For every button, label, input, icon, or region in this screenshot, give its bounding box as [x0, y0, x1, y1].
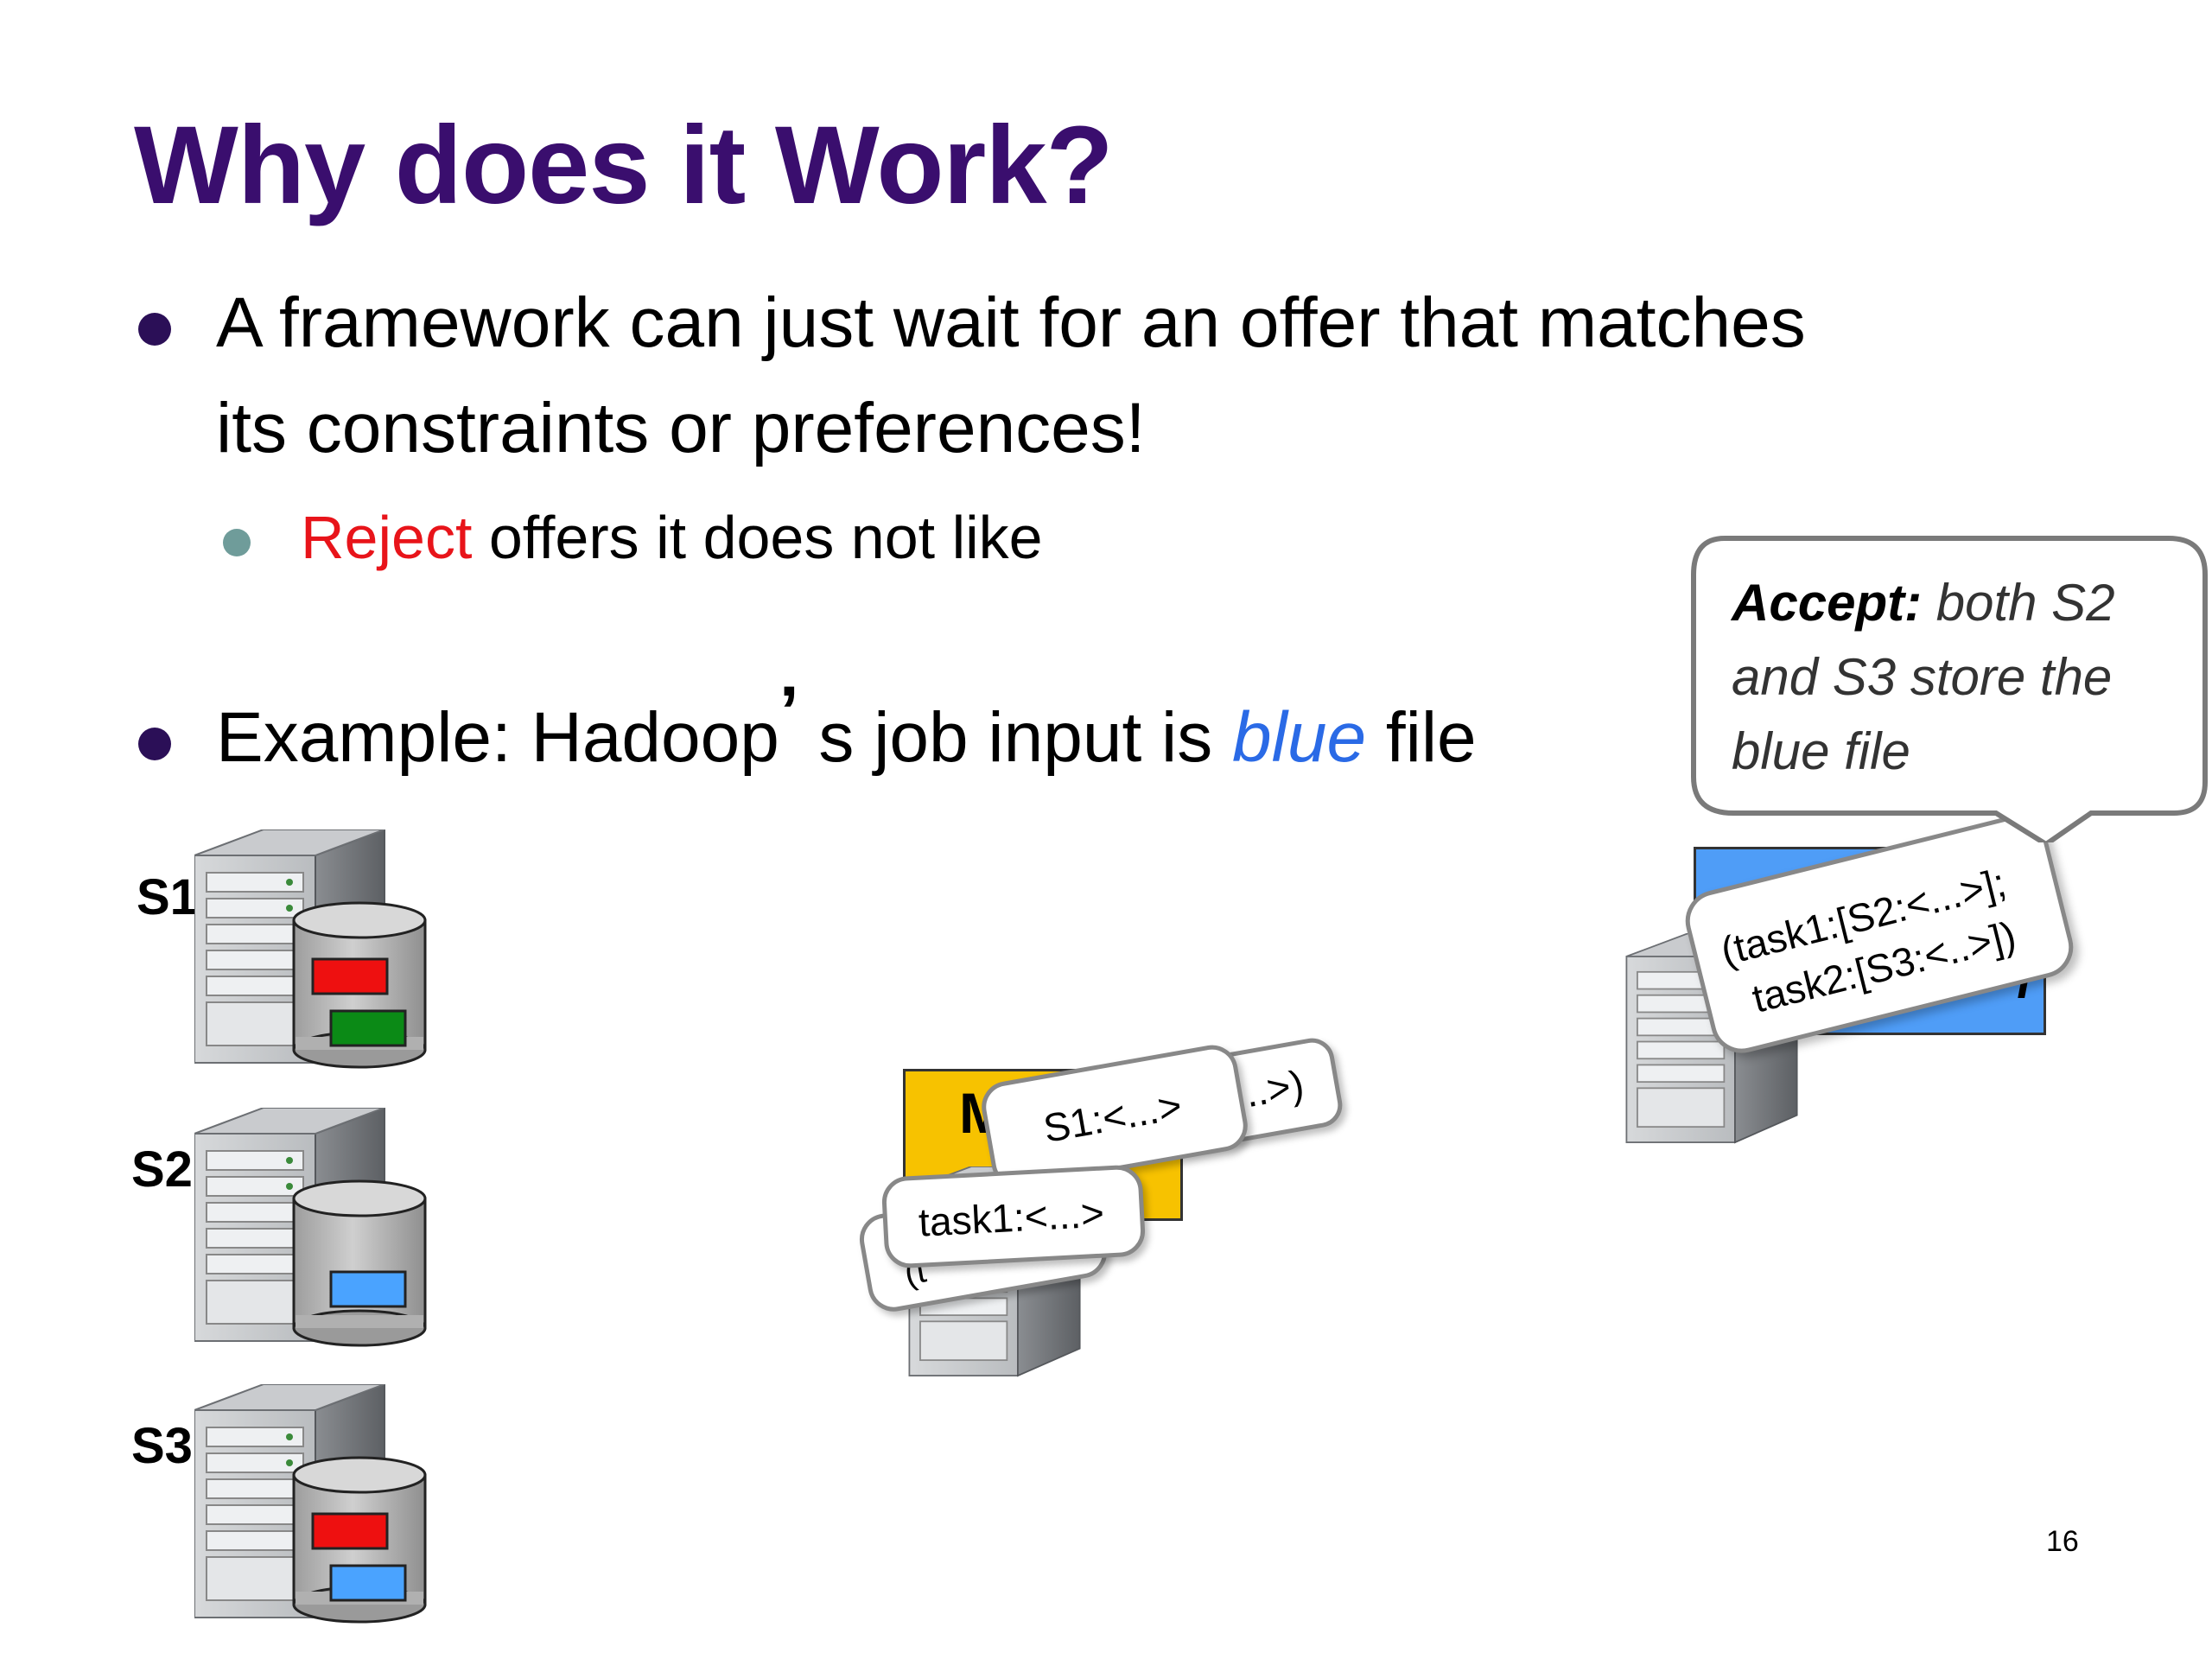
file-blue [329, 1270, 407, 1308]
callout-text: Accept: both S2 and S3 store the blue fi… [1732, 566, 2198, 789]
storage-disk-icon [292, 1456, 427, 1624]
file-red [311, 1512, 389, 1550]
server-s3 [194, 1384, 427, 1624]
callout-line-3: blue file [1732, 722, 1910, 780]
callout-line-2: and S3 store the [1732, 648, 2113, 706]
bullet-dot [138, 728, 171, 760]
sub-bullet-text: Reject offers it does not like [301, 503, 1043, 572]
bullet-1-text: A framework can just wait for an offer t… [216, 270, 1806, 481]
bullet-2-before: Example: Hadoop [216, 698, 779, 777]
blue-word: blue [1232, 698, 1367, 777]
bullet-2-middle: s job input is [798, 698, 1233, 777]
reject-word: Reject [301, 504, 473, 571]
bullet-dot [138, 313, 171, 346]
storage-disk-icon [292, 901, 427, 1069]
bullet-1-line-1: A framework can just wait for an offer t… [216, 283, 1806, 362]
page-number: 16 [2046, 1525, 2079, 1558]
bullet-2-apostrophe: ’ [779, 672, 799, 751]
server-s1 [194, 830, 427, 1069]
sub-bullet-rest: offers it does not like [472, 504, 1043, 571]
offer-bubble-front-text: S1:<...> [1039, 1082, 1185, 1152]
callout-line-1: both S2 [1922, 574, 2115, 632]
bullet-1-line-2: its constraints or preferences! [216, 389, 1146, 467]
server-s2 [194, 1108, 427, 1347]
bullet-2-after: file [1366, 698, 1477, 777]
sub-bullet-dot [223, 529, 251, 556]
file-green [329, 1009, 407, 1047]
file-red [311, 957, 389, 995]
server-label-s1: S1 [137, 869, 198, 925]
slide-title: Why does it Work? [134, 104, 1114, 227]
callout-accept-label: Accept: [1732, 574, 1923, 632]
callout-bubble-shape [1691, 536, 2208, 842]
file-blue [329, 1564, 407, 1602]
bullet-2-text: Example: Hadoop’ s job input is blue fil… [216, 672, 1477, 791]
storage-disk-icon [292, 1179, 427, 1347]
task-bubble: task1:<...> [880, 1164, 1147, 1269]
server-label-s2: S2 [131, 1141, 193, 1198]
task-bubble-text: task1:<...> [917, 1190, 1106, 1245]
server-label-s3: S3 [131, 1418, 193, 1474]
